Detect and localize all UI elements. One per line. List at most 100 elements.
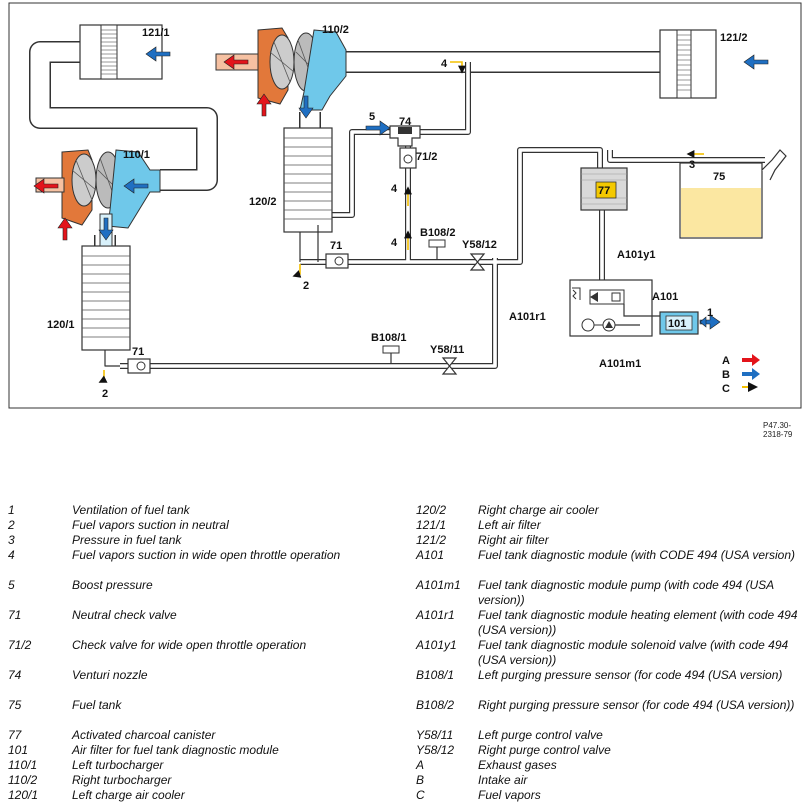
legend-key: C (416, 788, 425, 802)
legend-row: Y58/11 Left purge control valve (416, 728, 806, 743)
legend-key: 120/1 (8, 788, 39, 802)
figure-reference-code: P47.30-2318-79 (763, 421, 793, 439)
legend-row: 74 Venturi nozzle (8, 668, 408, 683)
legend-key: 110/1 (8, 758, 38, 772)
legend-row: 5 Boost pressure (8, 578, 408, 593)
legend-description: Ventilation of fuel tank (72, 503, 190, 517)
legend-key: 101 (8, 743, 29, 757)
component-labels: 121/1 121/2 110/1 110/2 120/1 120/2 74 7… (47, 24, 748, 400)
legend-description: Fuel tank (72, 698, 122, 712)
neutral-check-valve-right (325, 253, 349, 269)
legend-key: 121/1 (416, 518, 447, 532)
label-71-right: 71 (330, 240, 342, 252)
right-air-filter (659, 29, 717, 99)
left-purge-control-valve (441, 357, 458, 375)
label-a101r1: A101r1 (509, 311, 546, 323)
label-120-2: 120/2 (249, 196, 277, 208)
label-110-1: 110/1 (123, 149, 150, 161)
fuel-tank-diagnostic-module (569, 279, 660, 337)
legend-row: A101y1 Fuel tank diagnostic module soleno… (416, 638, 806, 668)
right-purging-pressure-sensor (428, 239, 446, 260)
left-charge-air-cooler (81, 245, 131, 351)
legend-description: Boost pressure (72, 578, 153, 592)
legend-description: Fuel vapors suction in neutral (72, 518, 229, 532)
flow-legend-arrows (742, 354, 760, 392)
legend-description: Fuel tank diagnostic module solenoid val… (478, 638, 789, 667)
label-b108-2: B108/2 (420, 227, 455, 239)
flow-number-4-low: 4 (391, 237, 398, 249)
label-121-1: 121/1 (142, 27, 170, 39)
legend-description: Left air filter (478, 518, 541, 532)
legend-key: 75 (8, 698, 22, 712)
label-a101y1: A101y1 (617, 249, 656, 261)
label-y58-12: Y58/12 (462, 239, 497, 251)
label-71-left: 71 (132, 346, 144, 358)
legend-key: 5 (8, 578, 15, 592)
legend-description: Fuel vapors suction in wide open throttl… (72, 548, 341, 562)
legend-description: Activated charcoal canister (72, 728, 216, 742)
legend-description: Pressure in fuel tank (72, 533, 182, 547)
legend-description: Right purge control valve (478, 743, 611, 757)
flow-number-2-left: 2 (102, 388, 108, 400)
legend-description: Intake air (478, 773, 528, 787)
label-b108-1: B108/1 (371, 332, 406, 344)
fuel-evaporative-system-diagram: 121/1 121/2 110/1 110/2 120/1 120/2 74 7… (8, 2, 802, 409)
label-75: 75 (713, 171, 725, 183)
legend-description: Venturi nozzle (72, 668, 148, 682)
label-a101: A101 (652, 291, 678, 303)
flow-number-1: 1 (707, 307, 713, 319)
left-turbocharger (35, 149, 161, 247)
legend-description: Check valve for wide open throttle opera… (72, 638, 307, 652)
legend-letter-c: C (722, 383, 730, 395)
flow-number-4-top: 4 (441, 58, 448, 70)
legend-description: Right turbocharger (72, 773, 172, 787)
neutral-check-valve-left (127, 358, 151, 374)
legend-row: 71 Neutral check valve (8, 608, 408, 623)
legend-key: A101 (416, 548, 445, 562)
label-a101m1: A101m1 (599, 358, 641, 370)
legend-row: 101 Air filter for fuel tank diagnostic m… (8, 743, 408, 758)
legend-description: Fuel tank diagnostic module heating elem… (478, 608, 798, 637)
legend-key: 2 (8, 518, 15, 532)
legend-key: A101y1 (416, 638, 457, 652)
flow-number-3: 3 (689, 159, 695, 171)
legend-description: Left turbocharger (72, 758, 164, 772)
vapor-lines (104, 62, 765, 369)
legend-letter-b: B (722, 369, 730, 381)
legend-key: 74 (8, 668, 22, 682)
legend-row: 2 Fuel vapors suction in neutral (8, 518, 408, 533)
legend-description: Exhaust gases (478, 758, 557, 772)
legend-key: B108/2 (416, 698, 455, 712)
right-turbocharger (215, 27, 347, 111)
legend-key: Y58/11 (416, 728, 454, 742)
legend-key: A101r1 (416, 608, 455, 622)
fuel-tank (679, 149, 787, 239)
legend-description: Air filter for fuel tank diagnostic modu… (72, 743, 279, 757)
legend-description: Fuel tank diagnostic module pump (with c… (478, 578, 774, 607)
legend-key: 71 (8, 608, 22, 622)
legend-key: B108/1 (416, 668, 455, 682)
legend-description: Neutral check valve (72, 608, 177, 622)
flow-number-2-right: 2 (303, 280, 309, 292)
legend-key: A (416, 758, 425, 772)
legend-description: Left purge control valve (478, 728, 603, 742)
check-valve-wot (399, 147, 417, 169)
legend-row: 75 Fuel tank (8, 698, 408, 713)
legend-description: Right charge air cooler (478, 503, 599, 517)
label-121-2: 121/2 (720, 32, 748, 44)
label-120-1: 120/1 (47, 319, 75, 331)
left-air-filter (79, 24, 163, 80)
